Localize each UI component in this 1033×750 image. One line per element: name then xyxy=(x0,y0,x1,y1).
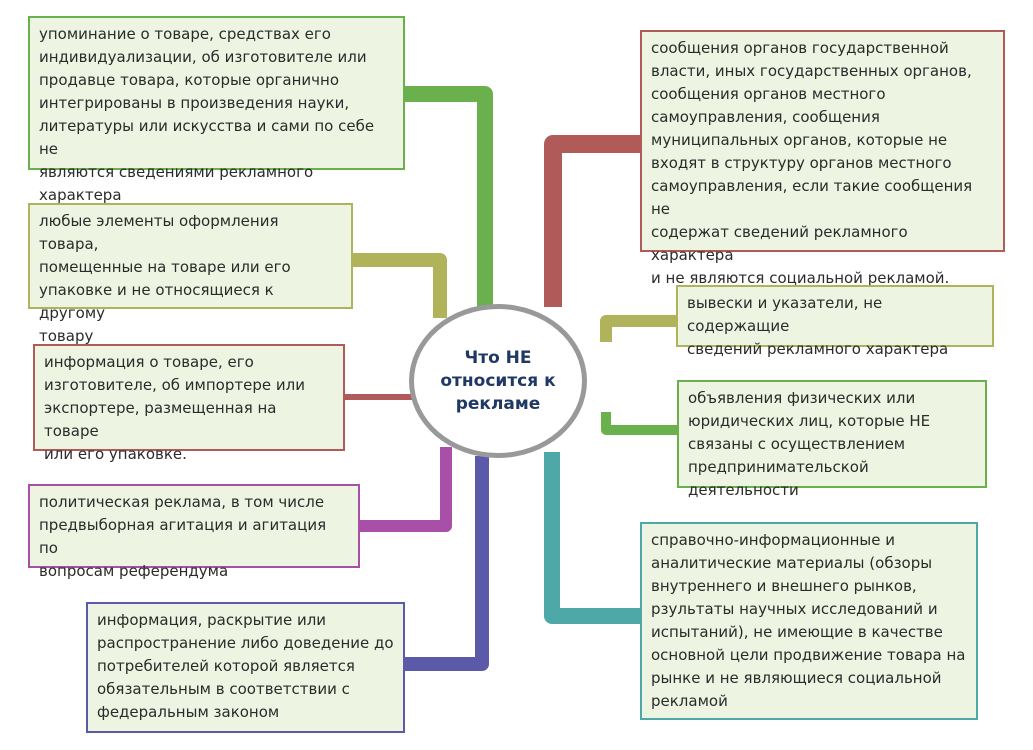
item-8-box: объявления физических или юридических ли… xyxy=(677,380,987,499)
item-5-box: информация, раскрытие или распространени… xyxy=(86,602,405,733)
item-7-box: вывески и указатели, не содержащие сведе… xyxy=(676,285,994,358)
connector-line-8 xyxy=(601,412,677,435)
connector-line-7 xyxy=(600,315,676,342)
item-9-box: справочно-информационные и аналитические… xyxy=(640,522,978,720)
central-topic: Что НЕ относится к рекламе xyxy=(409,304,587,458)
item-6-box: сообщения органов государственной власти… xyxy=(640,30,1005,287)
item-4-box: политическая реклама, в том числе предвы… xyxy=(28,484,360,580)
connector-line-5 xyxy=(405,456,489,671)
item-1-box: упоминание о товаре, средствах его индив… xyxy=(28,16,405,204)
connector-line-6 xyxy=(544,135,640,307)
connector-line-4 xyxy=(360,447,452,532)
connector-line-9 xyxy=(544,452,640,624)
item-3-box: информация о товаре, его изготовителе, о… xyxy=(33,344,345,463)
connector-line-1 xyxy=(405,86,493,308)
connector-line-2 xyxy=(353,253,447,318)
item-2-box: любые элементы оформления товара, помеще… xyxy=(28,203,353,345)
